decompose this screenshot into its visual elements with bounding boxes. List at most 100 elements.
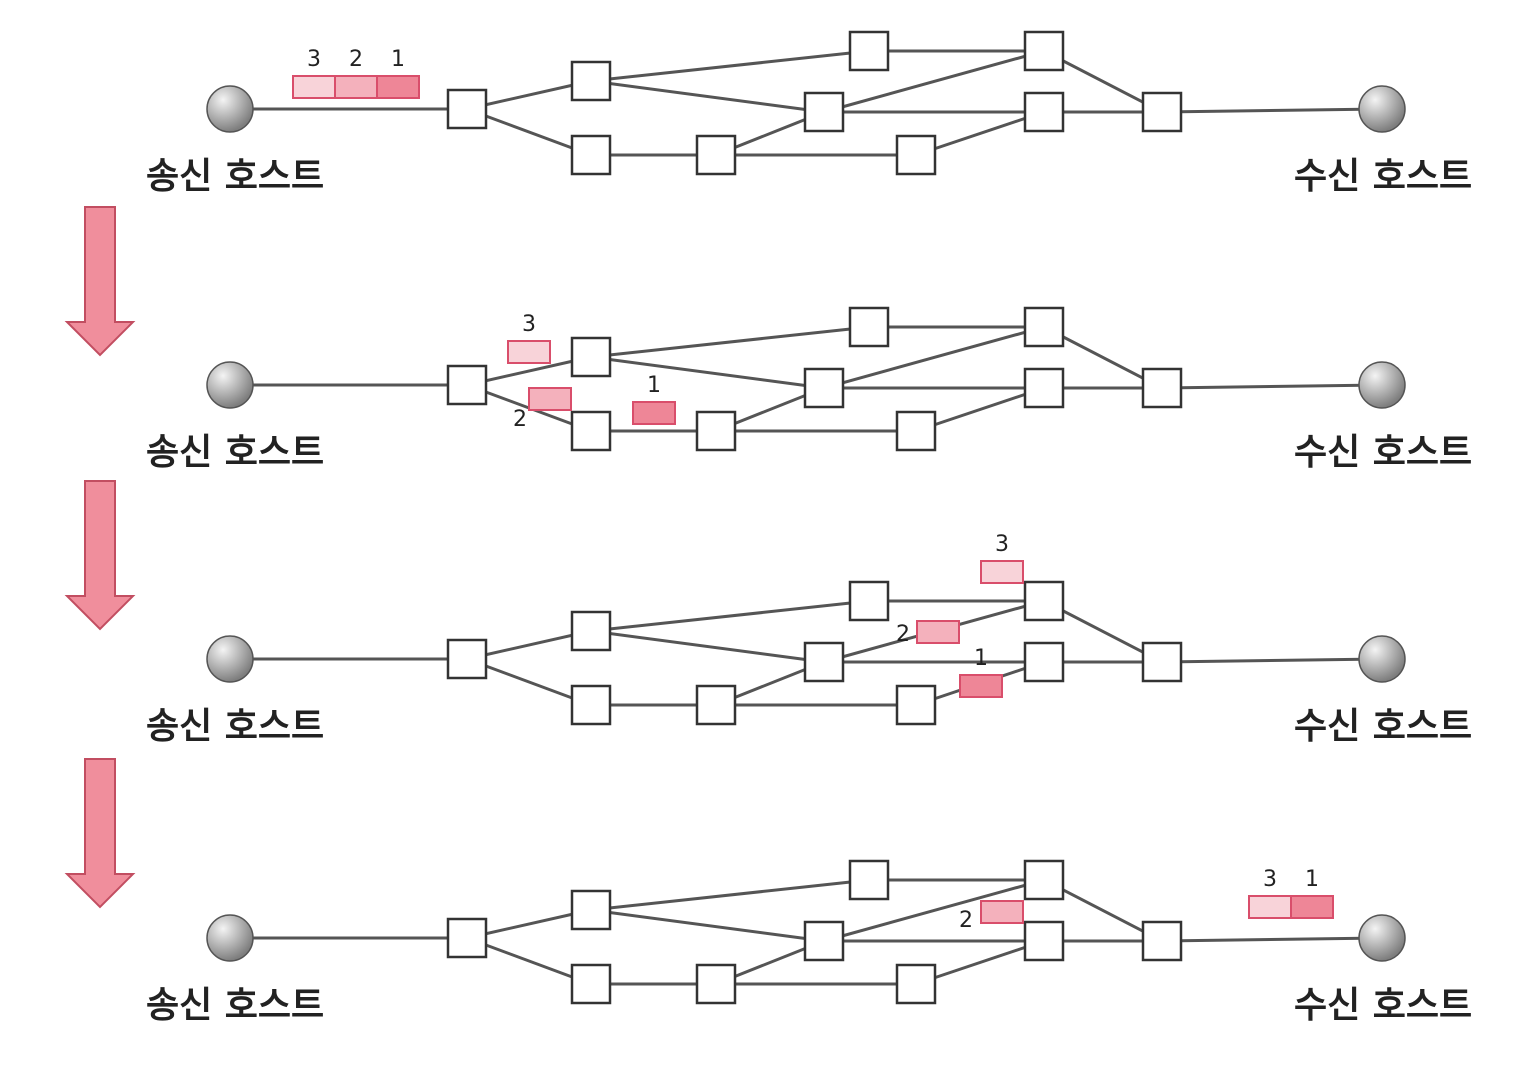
router-node-b xyxy=(570,610,612,652)
sender-host-icon xyxy=(206,361,254,409)
router-node-f xyxy=(848,580,890,622)
packet-label-2: 2 xyxy=(349,47,363,72)
router-node-a xyxy=(446,917,488,959)
down-arrow-icon xyxy=(64,206,136,357)
router-node-b xyxy=(570,336,612,378)
receiver-host-label: 수신 호스트 xyxy=(1294,706,1472,747)
router-node-b xyxy=(570,889,612,931)
link-router-receiver xyxy=(1161,107,1383,114)
link-e-h xyxy=(823,325,1045,390)
packet-2 xyxy=(980,900,1024,924)
link-a-b xyxy=(466,908,592,940)
router-node-e xyxy=(803,367,845,409)
router-node-c xyxy=(570,963,612,1005)
down-arrow-icon xyxy=(64,758,136,909)
router-node-g xyxy=(895,963,937,1005)
router-node-h xyxy=(1023,306,1065,348)
router-node-i xyxy=(1023,920,1065,962)
router-node-j xyxy=(1141,367,1183,409)
packet-label-3: 3 xyxy=(995,532,1009,557)
packet-2 xyxy=(334,75,378,99)
packet-label-1: 1 xyxy=(974,646,988,671)
router-node-i xyxy=(1023,367,1065,409)
packet-label-3: 3 xyxy=(522,312,536,337)
link-a-c xyxy=(466,107,592,157)
router-node-e xyxy=(803,641,845,683)
packet-3 xyxy=(507,340,551,364)
router-node-d xyxy=(695,134,737,176)
stage-3: 송신 호스트 수신 호스트 3 2 1 xyxy=(146,532,1472,747)
router-node-a xyxy=(446,364,488,406)
packet-1 xyxy=(959,674,1003,698)
packet-1 xyxy=(376,75,420,99)
router-node-e xyxy=(803,91,845,133)
sender-host-label: 송신 호스트 xyxy=(146,156,324,197)
router-node-g xyxy=(895,134,937,176)
packet-3 xyxy=(1248,895,1292,919)
receiver-host-icon xyxy=(1358,914,1406,962)
router-node-g xyxy=(895,410,937,452)
router-node-f xyxy=(848,30,890,72)
router-node-g xyxy=(895,684,937,726)
sender-host-label: 송신 호스트 xyxy=(146,706,324,747)
link-b-e xyxy=(590,79,825,114)
receiver-host-icon xyxy=(1358,361,1406,409)
packet-2 xyxy=(916,620,960,644)
receiver-host-label: 수신 호스트 xyxy=(1294,432,1472,473)
receiver-host-label: 수신 호스트 xyxy=(1294,156,1472,197)
link-b-f xyxy=(590,325,870,359)
sender-host-icon xyxy=(206,914,254,962)
router-node-j xyxy=(1141,920,1183,962)
packet-3 xyxy=(292,75,336,99)
packet-label-1: 1 xyxy=(391,47,405,72)
router-node-i xyxy=(1023,641,1065,683)
link-g-i xyxy=(915,939,1045,986)
packet-label-1: 1 xyxy=(647,373,661,398)
link-a-c xyxy=(466,657,592,707)
router-node-j xyxy=(1141,641,1183,683)
link-router-receiver xyxy=(1161,383,1383,390)
link-g-i xyxy=(915,386,1045,433)
packet-label-3: 3 xyxy=(307,47,321,72)
router-node-b xyxy=(570,60,612,102)
router-node-i xyxy=(1023,91,1065,133)
receiver-host-icon xyxy=(1358,635,1406,683)
link-g-i xyxy=(915,110,1045,157)
router-node-c xyxy=(570,684,612,726)
link-a-b xyxy=(466,79,592,111)
router-node-d xyxy=(695,963,737,1005)
down-arrow-icon xyxy=(64,480,136,631)
link-b-f xyxy=(590,599,870,633)
packet-label-2: 2 xyxy=(896,622,910,647)
router-node-d xyxy=(695,684,737,726)
router-node-d xyxy=(695,410,737,452)
packet-label-2: 2 xyxy=(513,407,527,432)
router-node-j xyxy=(1141,91,1183,133)
stage-1: 송신 호스트 수신 호스트 3 2 1 xyxy=(146,30,1472,197)
packet-label-1: 1 xyxy=(1305,867,1319,892)
link-router-receiver xyxy=(1161,657,1383,664)
packet-1 xyxy=(1290,895,1334,919)
packet-2 xyxy=(528,387,572,411)
link-a-c xyxy=(466,936,592,986)
link-e-h xyxy=(823,878,1045,943)
receiver-host-label: 수신 호스트 xyxy=(1294,985,1472,1026)
router-node-f xyxy=(848,859,890,901)
router-node-a xyxy=(446,88,488,130)
router-node-h xyxy=(1023,859,1065,901)
packet-label-3: 3 xyxy=(1263,867,1277,892)
packet-1 xyxy=(632,401,676,425)
link-a-b xyxy=(466,629,592,661)
router-node-e xyxy=(803,920,845,962)
router-node-c xyxy=(570,134,612,176)
packet-3 xyxy=(980,560,1024,584)
sender-host-label: 송신 호스트 xyxy=(146,985,324,1026)
router-node-a xyxy=(446,638,488,680)
sender-host-icon xyxy=(206,85,254,133)
receiver-host-icon xyxy=(1358,85,1406,133)
link-e-h xyxy=(823,49,1045,114)
